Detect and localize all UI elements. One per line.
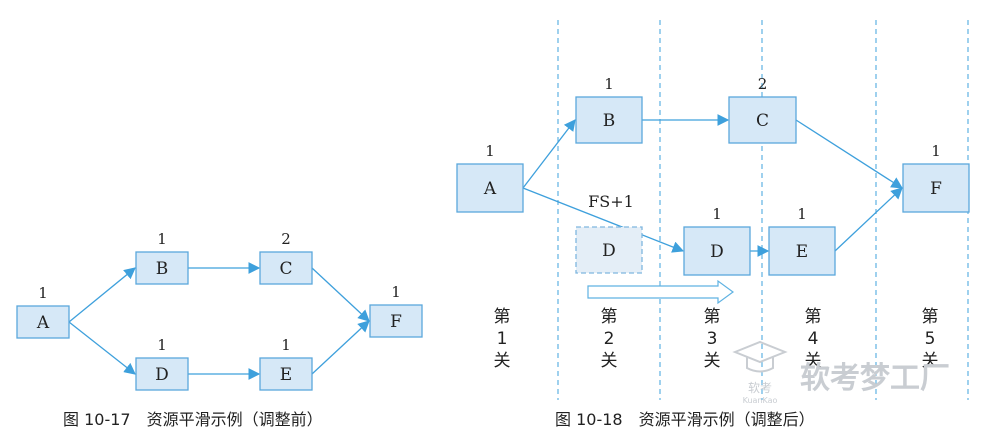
phase-label-5-line-1: 第 xyxy=(922,307,939,327)
left-node-label-b: B xyxy=(156,259,169,279)
right-resource-a: 1 xyxy=(485,142,495,160)
right-edge-c-f xyxy=(795,119,903,189)
phase-label-5-line-2: 5 xyxy=(925,329,936,349)
right-node-f: F1 xyxy=(902,142,970,213)
left-resource-d: 1 xyxy=(157,336,167,354)
right-node-box-a xyxy=(456,163,524,213)
right-node-label-b: B xyxy=(603,111,616,131)
watermark-main: 软考梦工厂 xyxy=(800,361,950,396)
left-node-label-e: E xyxy=(280,365,292,385)
right-edge-a-b xyxy=(522,119,576,189)
left-resource-f: 1 xyxy=(391,283,401,301)
shift-arrow xyxy=(587,279,735,305)
right-resource-f: 1 xyxy=(931,142,941,160)
phase-label-3: 第3关 xyxy=(704,307,721,371)
caption-left: 图 10-17 资源平滑示例（调整前） xyxy=(63,410,323,429)
phase-label-1-line-2: 1 xyxy=(497,329,508,349)
left-resource-c: 2 xyxy=(281,230,291,248)
right-node-label-f: F xyxy=(930,179,942,199)
right-node-d0: D xyxy=(575,226,643,274)
right-node-label-d0: D xyxy=(602,241,616,261)
phase-label-1-line-1: 第 xyxy=(494,307,511,327)
left-node-e: E1 xyxy=(259,336,313,391)
left-resource-b: 1 xyxy=(157,230,167,248)
left-node-label-f: F xyxy=(390,312,402,332)
phase-label-4-line-2: 4 xyxy=(808,329,819,349)
right-node-b: B1 xyxy=(575,75,643,144)
right-node-box-d0 xyxy=(575,226,643,274)
right-resource-c: 2 xyxy=(758,75,768,93)
left-node-label-a: A xyxy=(36,313,50,333)
right-node-a: A1 xyxy=(456,142,524,213)
phase-label-2-line-3: 关 xyxy=(601,351,618,371)
phase-label-3-line-2: 3 xyxy=(707,329,718,349)
left-edge-e-f xyxy=(311,320,370,375)
left-node-label-c: C xyxy=(279,259,292,279)
left-node-box-d xyxy=(135,357,189,391)
right-node-box-b xyxy=(575,96,643,144)
right-node-c: C2 xyxy=(728,75,797,144)
right-resource-d: 1 xyxy=(712,205,722,223)
left-node-b: B1 xyxy=(135,230,189,285)
right-node-label-a: A xyxy=(483,179,497,199)
phase-label-4-line-3: 关 xyxy=(805,351,822,371)
watermark: 软考 KuanKao 软考梦工厂 xyxy=(732,340,950,405)
left-edge-a-b xyxy=(68,267,136,323)
phase-label-1-line-3: 关 xyxy=(494,351,511,371)
right-node-box-f xyxy=(902,163,970,213)
right-node-label-c: C xyxy=(756,111,769,131)
right-node-box-d xyxy=(683,226,751,276)
phase-label-3-line-1: 第 xyxy=(704,307,721,327)
left-node-d: D1 xyxy=(135,336,189,391)
mortarboard-icon xyxy=(732,340,788,373)
phase-label-3-line-3: 关 xyxy=(704,351,721,371)
left-node-a: A1 xyxy=(16,284,70,339)
right-edge-e-f xyxy=(834,187,903,252)
caption-right: 图 10-18 资源平滑示例（调整后） xyxy=(555,410,815,429)
left-node-box-c xyxy=(259,251,313,285)
left-node-box-a xyxy=(16,305,70,339)
right-node-box-e xyxy=(768,226,836,276)
left-resource-a: 1 xyxy=(38,284,48,302)
left-edge-a-d xyxy=(68,321,136,375)
left-node-box-b xyxy=(135,251,189,285)
left-resource-e: 1 xyxy=(281,336,291,354)
left-node-c: C2 xyxy=(259,230,313,285)
phase-label-2: 第2关 xyxy=(601,307,618,371)
lag-label: FS+1 xyxy=(588,192,634,211)
left-edge-c-f xyxy=(311,267,370,322)
left-node-label-d: D xyxy=(155,365,169,385)
left-node-box-e xyxy=(259,357,313,391)
right-node-label-e: E xyxy=(796,242,808,262)
phase-label-5: 第5关 xyxy=(922,307,939,371)
phase-label-2-line-2: 2 xyxy=(604,329,615,349)
phase-label-4-line-1: 第 xyxy=(805,307,822,327)
phase-label-2-line-1: 第 xyxy=(601,307,618,327)
left-node-box-f xyxy=(369,304,423,338)
watermark-sub: KuanKao xyxy=(743,396,778,405)
left-node-f: F1 xyxy=(369,283,423,338)
right-edge-a-d xyxy=(522,187,685,253)
right-node-e: E1 xyxy=(768,205,836,276)
right-resource-b: 1 xyxy=(604,75,614,93)
right-node-d: D1 xyxy=(683,205,751,276)
phase-label-1: 第1关 xyxy=(494,307,511,371)
phase-label-4: 第4关 xyxy=(805,307,822,371)
right-resource-e: 1 xyxy=(797,205,807,223)
watermark-badge: 软考 xyxy=(748,381,772,395)
phase-label-5-line-3: 关 xyxy=(922,351,939,371)
right-node-label-d: D xyxy=(710,242,724,262)
right-node-box-c xyxy=(728,96,797,144)
